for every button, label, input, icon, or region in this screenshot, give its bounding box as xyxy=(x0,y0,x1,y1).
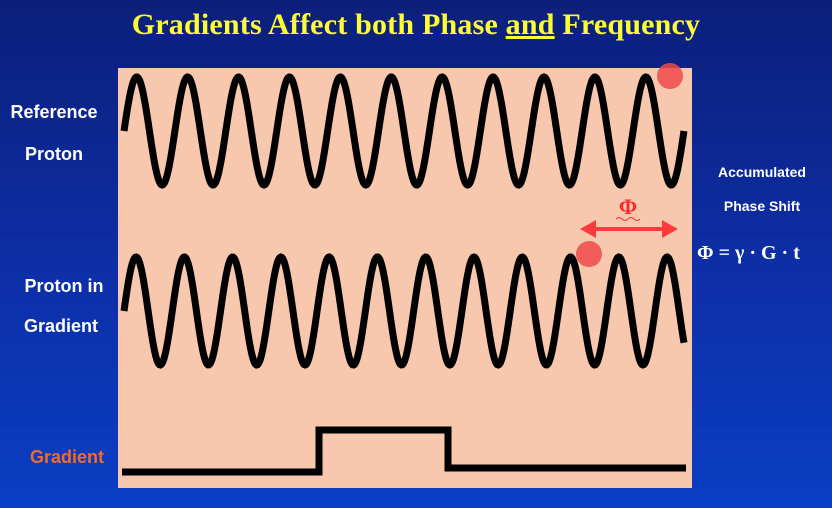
label-reference: Reference xyxy=(10,102,98,122)
phi-symbol: Φ xyxy=(619,194,637,219)
label-proton-in: Proton in xyxy=(24,276,104,296)
title-underlined: and xyxy=(505,8,555,41)
phi-underline xyxy=(615,217,641,221)
phase-formula: Φ = γ · G · t xyxy=(697,242,800,264)
label-gradient-proton: Gradient xyxy=(23,316,98,336)
label-phase-shift: Phase Shift xyxy=(723,198,801,214)
gradient-pulse xyxy=(122,426,686,476)
title-post: Frequency xyxy=(554,8,701,41)
title-pre: Gradients Affect both Phase xyxy=(131,8,506,41)
gradient-marker xyxy=(576,241,602,267)
label-gradient: Gradient xyxy=(29,447,104,467)
label-proton: Proton xyxy=(25,144,83,164)
reference-marker xyxy=(657,63,683,89)
label-accumulated: Accumulated xyxy=(718,164,806,180)
phase-arrow xyxy=(580,220,678,238)
gradient-proton-wave xyxy=(120,253,688,369)
slide-title: Gradients Affect both Phase and Frequenc… xyxy=(0,8,832,42)
reference-wave xyxy=(120,73,688,189)
